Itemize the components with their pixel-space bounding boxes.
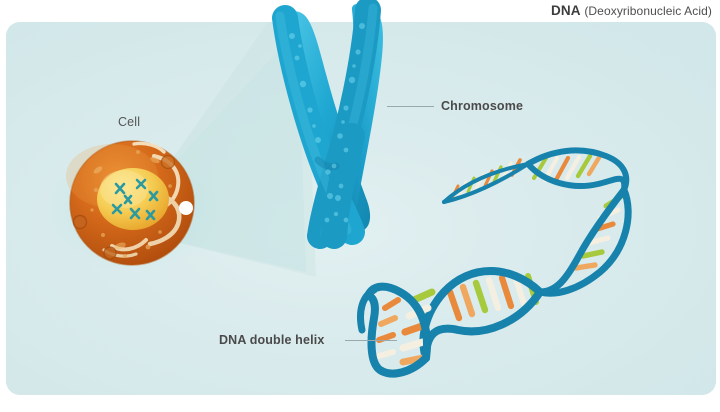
cell-vesicle [179, 201, 193, 215]
page-title-subtitle: (Deoxyribonucleic Acid) [584, 4, 712, 18]
nucleus-chromosomes [111, 178, 159, 221]
label-dna-double-helix: DNA double helix [219, 333, 325, 347]
dna-backbone-right [536, 186, 632, 297]
dna-backbone-small [442, 162, 530, 204]
page-title-main: DNA [551, 3, 581, 18]
dna-backbone-medium [525, 147, 630, 193]
leader-line-chromosome [387, 106, 434, 107]
chromosome-texture [289, 23, 365, 223]
leader-line-dna-helix [345, 340, 397, 341]
chromosome-illustration [272, 0, 383, 249]
dna-rungs-small [450, 158, 522, 200]
cell-organelles [72, 150, 193, 260]
dna-backbone-large [419, 267, 544, 362]
cell-illustration [45, 140, 221, 272]
dna-helix-illustration [357, 147, 632, 378]
label-chromosome: Chromosome [441, 99, 524, 113]
dna-backbone-terminal [357, 282, 431, 378]
page-title: DNA (Deoxyribonucleic Acid) [551, 3, 712, 18]
cell-nucleus [97, 168, 169, 230]
label-cell: Cell [118, 115, 141, 129]
